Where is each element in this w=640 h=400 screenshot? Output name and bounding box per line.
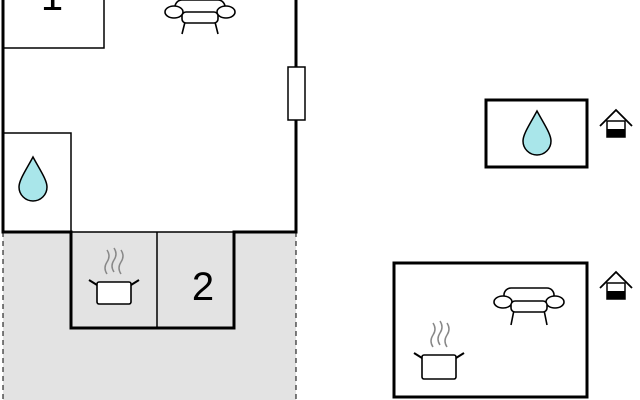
sofa-icon (164, 0, 236, 35)
sofa-icon (493, 287, 565, 326)
water-drop-icon (522, 109, 552, 156)
terrace-area (2, 232, 297, 400)
room-number-1: 1 (41, 0, 63, 19)
floor-level-icon (599, 270, 633, 300)
cooking-pot-icon (413, 320, 465, 380)
water-drop-icon (18, 155, 48, 202)
main-floor-walls (1, 0, 298, 330)
cooking-pot-icon (88, 247, 140, 305)
room-number-2: 2 (192, 265, 214, 309)
annex-bathroom (484, 98, 589, 169)
annex-living-room (392, 261, 589, 399)
window-icon (287, 66, 306, 121)
floor-level-icon (599, 108, 633, 138)
